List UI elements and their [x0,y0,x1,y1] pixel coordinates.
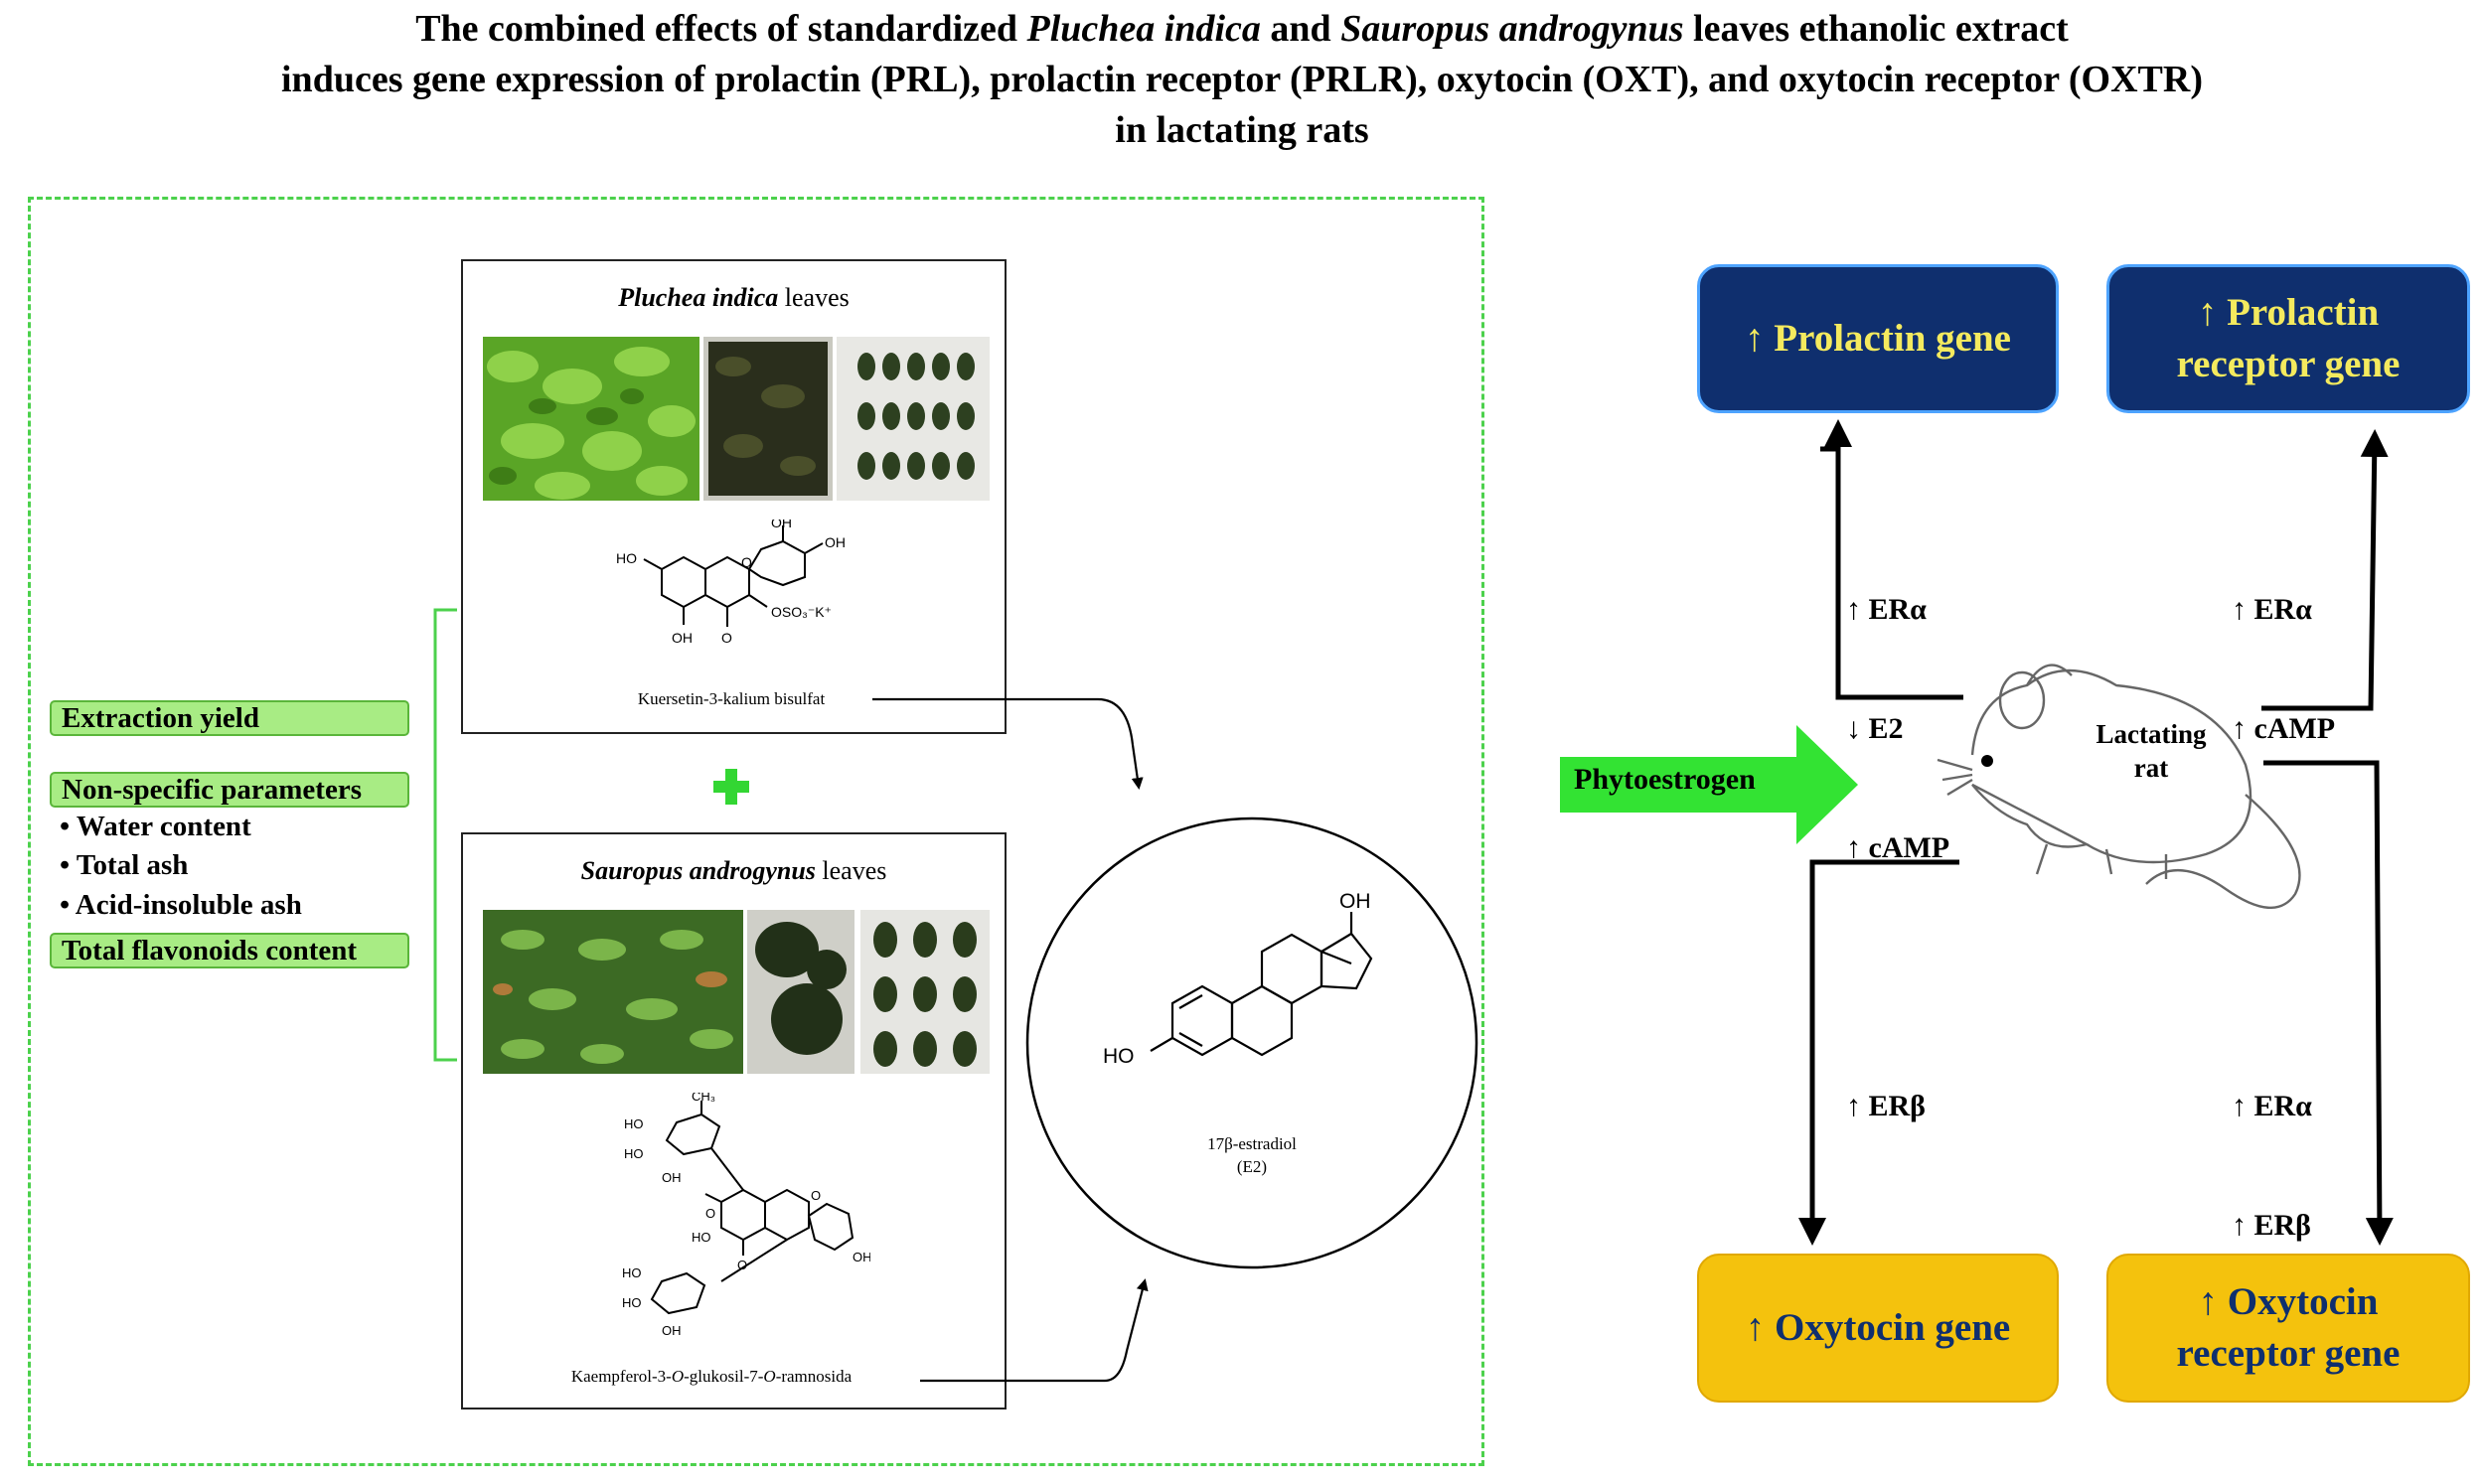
oxytocin-receptor-regulators: ↑ ERα ↑ ERβ [2232,1007,2312,1285]
sauropus-panel-title: Sauropus androgynus leaves [463,856,1005,886]
bullet-acid-insoluble-ash: • Acid-insoluble ash [60,889,302,921]
bullet-water-content: • Water content [60,811,251,842]
lactating-rat-label: Lactating rat [2077,717,2226,785]
caption-part: -glukosil-7- [684,1367,764,1386]
figure-title: The combined effects of standardized Plu… [0,4,2484,156]
chem-label-ho: HO [624,1116,644,1131]
sauropus-fresh-leaves-photo [483,910,743,1074]
oxytocin-receptor-line-2: receptor gene [2176,1332,2401,1375]
pluchea-dried-leaves-photo [703,337,833,501]
estradiol-oh-label: OH [1339,890,1371,913]
bullet-total-ash: • Total ash [60,849,189,881]
caption-part: -ramnosida [775,1367,853,1386]
sauropus-dried-leaves-photo [747,910,854,1074]
title-text: The combined effects of standardized [415,8,1027,50]
phytoestrogen-arrow [1560,725,1858,844]
rat-label-line-2: rat [2133,753,2169,783]
estradiol-ho-label: HO [1103,1045,1135,1068]
chem-label-o: O [811,1188,821,1203]
estradiol-name: 17β-estradiol [1207,1134,1297,1153]
chem-label-o: O [737,1258,747,1272]
regulator-item: ↑ ERβ [2232,1209,2311,1242]
estradiol-abbr: (E2) [1237,1157,1267,1176]
oxytocin-regulators: ↑ ERβ [1846,1007,1926,1166]
chem-label-sulfate: OSO₃⁻K⁺ [771,604,832,620]
pluchea-title-rest: leaves [778,283,850,312]
regulator-item: ↑ ERα [1846,593,1927,626]
oxytocin-gene-box: ↑ Oxytocin gene [1697,1254,2059,1403]
prolactin-receptor-gene-box: ↑ Prolactin receptor gene [2106,264,2470,413]
chem-label-oh: OH [825,534,846,550]
chem-label-oh: OH [853,1250,870,1264]
chem-label-oh: OH [662,1323,682,1338]
oxytocin-receptor-line-1: ↑ Oxytocin [2198,1280,2379,1323]
pluchea-species-name: Pluchea indica [618,283,779,312]
regulator-item: ↑ cAMP [1846,831,1950,864]
chem-label-o: O [721,630,732,646]
chem-label-ch3: CH₃ [692,1093,715,1104]
sauropus-androgynus-panel: Sauropus androgynus leaves CH₃ [461,832,1007,1410]
chem-label-ho: HO [692,1230,711,1245]
sauropus-sorted-leaves-photo [860,910,990,1074]
chem-label-ho: HO [622,1265,642,1280]
chem-label-ho: HO [622,1295,642,1310]
kaempferol-caption: Kaempferol-3-O-glukosil-7-O-ramnosida [562,1367,860,1387]
phytoestrogen-label: Phytoestrogen [1574,763,1756,796]
sauropus-species-name: Sauropus androgynus [580,856,816,885]
pluchea-sorted-leaves-photo [837,337,990,501]
sauropus-title-rest: leaves [815,856,887,885]
pluchea-fresh-leaves-photo [483,337,699,501]
title-text: leaves ethanolic extract [1683,8,2069,50]
title-line-1: The combined effects of standardized Plu… [0,4,2484,55]
caption-part: Kaempferol-3- [570,1367,672,1386]
pluchea-indica-panel: Pluchea indica leaves HO OH [461,259,1007,734]
chem-label-o: O [741,554,752,570]
rat-label-line-1: Lactating [2096,719,2207,749]
caption-part: O [763,1367,776,1386]
total-flavonoids-box: Total flavonoids content [50,933,409,968]
prolactin-gene-box: ↑ Prolactin gene [1697,264,2059,413]
title-species-2: Sauropus androgynus [1340,8,1684,50]
chem-label-oh: OH [662,1170,682,1185]
quercetin-bisulfate-structure: HO OH O O OSO₃⁻K⁺ OH OH [616,519,846,646]
title-species-1: Pluchea indica [1026,8,1261,50]
kaempferol-glycoside-structure: CH₃ HO HO OH O HO O O OH HO HO OH [622,1093,870,1338]
chem-label-ho: HO [624,1146,644,1161]
title-line-3: in lactating rats [1115,109,1369,151]
pluchea-panel-title: Pluchea indica leaves [463,283,1005,313]
regulator-item: ↑ cAMP [2232,712,2336,745]
chem-label-oh: OH [672,630,693,646]
extraction-yield-box: Extraction yield [50,700,409,736]
regulator-item: ↓ E2 [1846,712,1904,745]
chem-label-o: O [705,1206,715,1221]
oxytocin-receptor-gene-box: ↑ Oxytocin receptor gene [2106,1254,2470,1403]
chem-label-oh: OH [771,519,792,530]
prolactin-receptor-line-2: receptor gene [2176,343,2401,385]
regulator-item: ↑ ERα [2232,1090,2312,1122]
prolactin-regulators: ↑ ERα ↓ E2 ↑ cAMP [1846,511,1949,908]
rat-icon [1937,664,2301,909]
regulator-item: ↑ ERβ [1846,1090,1926,1122]
estradiol-structure: OH HO 17β-estradiol (E2) [1025,816,1478,1269]
prolactin-receptor-regulators: ↑ ERα ↑ cAMP [2232,511,2335,789]
prolactin-receptor-line-1: ↑ Prolactin [2197,291,2380,334]
caption-part: O [671,1367,685,1386]
quercetin-caption: Kuersetin-3-kalium bisulfat [637,689,826,708]
chem-label-ho: HO [616,550,637,566]
extract-section-frame [28,197,1484,1466]
title-line-2: induces gene expression of prolactin (PR… [281,59,2203,100]
non-specific-parameters-box: Non-specific parameters [50,772,409,808]
regulator-item: ↑ ERα [2232,593,2312,626]
plus-icon [713,769,749,805]
title-text: and [1260,8,1341,50]
